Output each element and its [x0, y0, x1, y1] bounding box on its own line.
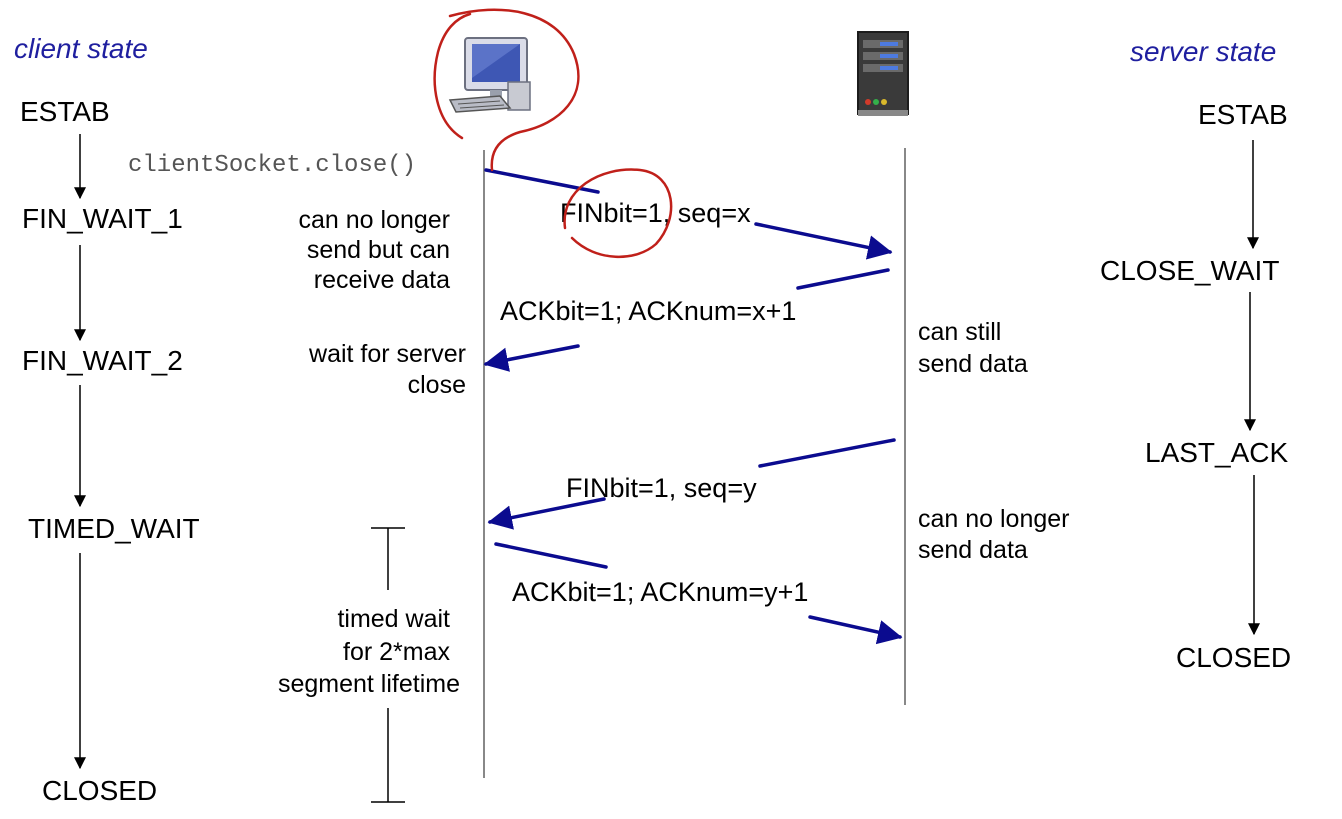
desktop-computer-icon: [448, 37, 531, 113]
message-fin-x: FINbit=1, seq=x: [560, 198, 751, 228]
circle-around-finbit-annotation: [563, 168, 673, 259]
note-line: send data: [918, 350, 1028, 378]
fin-x-arrow-head: [754, 222, 893, 260]
client-state-fin-wait-2: FIN_WAIT_2: [22, 345, 183, 376]
fin-x-arrow-tail: [484, 168, 600, 194]
note-line: segment lifetime: [278, 670, 460, 698]
client-note-timed-wait: timed wait for 2*max segment lifetime: [278, 605, 460, 698]
note-line: can no longer: [918, 505, 1070, 533]
server-state-header: server state: [1130, 36, 1276, 67]
message-ack-y: ACKbit=1; ACKnum=y+1: [512, 577, 808, 607]
note-line: for 2*max: [343, 638, 450, 666]
message-arrows: [483, 168, 903, 645]
client-state-timed-wait: TIMED_WAIT: [28, 513, 200, 544]
note-line: can no longer: [298, 206, 450, 234]
red-annotation-marks: [433, 8, 673, 259]
ack-y-arrow-tail: [494, 542, 608, 569]
client-state-fin-wait-1: FIN_WAIT_1: [22, 203, 183, 234]
message-ack-x: ACKbit=1; ACKnum=x+1: [500, 296, 796, 326]
note-line: send but can: [307, 236, 450, 264]
server-state-last-ack: LAST_ACK: [1145, 437, 1288, 468]
server-note-still-send: can still send data: [918, 318, 1028, 378]
server-state-close-wait: CLOSE_WAIT: [1100, 255, 1279, 286]
client-state-closed: CLOSED: [42, 775, 157, 806]
fin-y-arrow-tail: [758, 438, 896, 468]
client-note-wait-close: wait for server close: [308, 340, 466, 399]
timed-wait-bracket: [371, 527, 405, 803]
server-state-arrows: [1244, 140, 1260, 636]
server-note-no-send: can no longer send data: [918, 505, 1070, 564]
close-call-code: clientSocket.close(): [128, 152, 416, 179]
server-tower-icon: [857, 31, 909, 116]
ack-y-arrow-head: [808, 615, 903, 645]
server-state-closed: CLOSED: [1176, 642, 1291, 673]
note-line: wait for server: [308, 340, 466, 368]
client-state-header: client state: [14, 33, 148, 64]
ack-x-arrow-tail: [796, 268, 890, 290]
note-line: close: [408, 371, 466, 399]
circle-around-client-annotation: [433, 12, 472, 140]
note-line: send data: [918, 536, 1028, 564]
message-fin-y: FINbit=1, seq=y: [566, 473, 757, 503]
client-state-estab: ESTAB: [20, 96, 110, 127]
note-line: can still: [918, 318, 1001, 346]
server-state-estab: ESTAB: [1198, 99, 1288, 130]
circle-around-client-annotation: [448, 8, 580, 172]
note-line: timed wait: [337, 605, 450, 633]
client-note-no-send: can no longer send but can receive data: [298, 206, 450, 294]
ack-x-arrow-head: [483, 344, 580, 372]
note-line: receive data: [314, 266, 450, 294]
fin-y-arrow-head: [487, 497, 606, 530]
